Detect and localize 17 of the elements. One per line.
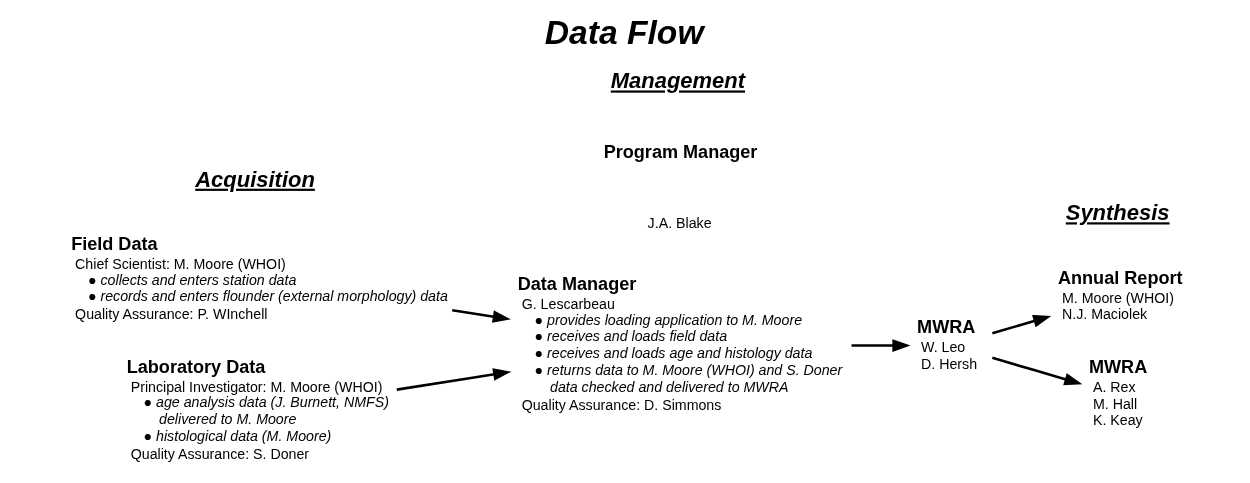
arrow: [992, 314, 1052, 335]
node-text: Field Data Chief Scientist: M. Moore (WHOI) ● collects and enters station data ● records and enters flounder (external morphology) data Quality Assurance: P. WInchell: [71, 234, 448, 323]
node-text: MWRA W. Leo D. Hersh: [917, 316, 978, 372]
label: Synthesis: [1065, 200, 1170, 226]
arrow: [992, 356, 1083, 386]
node-text: Annual Report M. Moore (WHOI) N.J. Maciolek: [1057, 267, 1183, 323]
label: Program Manager: [603, 141, 758, 162]
diagram-title: Data Flow: [544, 14, 704, 52]
label: Acquisition: [195, 166, 315, 192]
arrow: [851, 339, 911, 352]
node-text: Laboratory Data Principal Investigator: M. Moore (WHOI) ● age analysis data (J. Burnett, NMFS) delivered to M. Moore ● histological data (M. Moore) Quality Assurance: S. Doner: [126, 356, 389, 463]
arrow: [396, 368, 512, 391]
label: J.A. Blake: [647, 214, 712, 231]
arrow: [452, 308, 511, 323]
label: Management: [610, 68, 746, 94]
node-text: MWRA A. Rex M. Hall K. Keay: [1089, 356, 1148, 429]
node-text: Data Manager G. Lescarbeau ● provides loading application to M. Moore ● receives and loads field data ● receives and loads age and histology data ● returns data to M. Moore (WHOI) and S. Doner data checked and delivered to MWRA Quality Assurance: D. Simmons: [517, 274, 843, 413]
